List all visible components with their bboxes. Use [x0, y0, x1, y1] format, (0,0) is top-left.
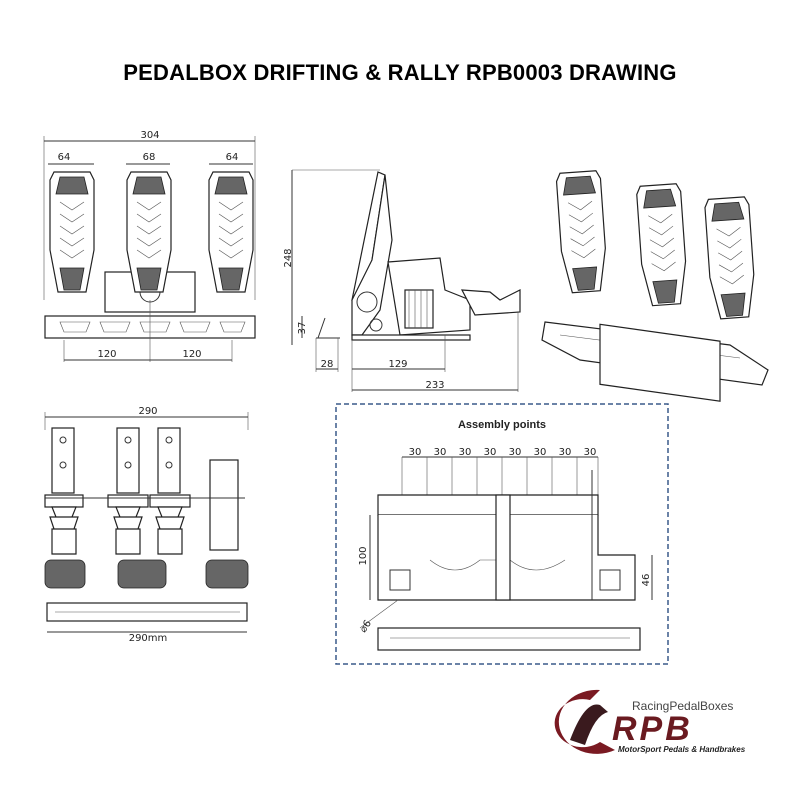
iso-pedal-right — [703, 195, 758, 320]
dim-slot-height: 46 — [641, 574, 652, 587]
dim-spacing-left: 120 — [97, 349, 116, 360]
dim-heel-height: 37 — [297, 322, 308, 335]
dimension-label: 30 — [534, 447, 547, 458]
assembly-spacing-labels: 30 30 30 30 30 30 30 30 — [409, 447, 597, 458]
logo-tagline: MotorSport Pedals & Handbrakes — [618, 745, 746, 754]
pedal-top-center — [107, 427, 167, 589]
iso-pedal-center — [635, 182, 690, 307]
dim-pedal-width-center: 68 — [143, 152, 156, 163]
dim-pedal-width-right: 64 — [226, 152, 239, 163]
dimension-label: 30 — [584, 447, 597, 458]
pedal-top-right — [149, 427, 249, 589]
logo-mark: RPB — [612, 710, 693, 748]
dimension-label: 30 — [459, 447, 472, 458]
rpb-logo: RacingPedalBoxes RPB MotorSport Pedals &… — [554, 689, 746, 754]
pedal-clutch — [49, 171, 95, 293]
dim-top-width: 290 — [138, 406, 157, 417]
dim-assembly-height: 100 — [358, 546, 369, 565]
dim-pedal-width-left: 64 — [58, 152, 71, 163]
top-view: 290 290mm — [44, 406, 249, 644]
pedal-top-left — [44, 427, 86, 589]
dimension-label: 30 — [484, 447, 497, 458]
dim-pivot-depth: 129 — [388, 359, 407, 370]
isometric-view — [541, 169, 769, 402]
dimension-label: 30 — [559, 447, 572, 458]
dim-overall-depth: 233 — [425, 380, 444, 391]
pedal-throttle — [208, 171, 254, 293]
dimension-label: 30 — [409, 447, 422, 458]
iso-pedal-left — [555, 169, 609, 294]
dim-overall-width: 304 — [140, 130, 159, 141]
dimension-label: 30 — [434, 447, 447, 458]
dim-heel-depth: 28 — [321, 359, 334, 370]
side-view: 248 37 28 129 233 — [283, 169, 521, 392]
logo-brand: RacingPedalBoxes — [632, 699, 733, 713]
dimension-label: 30 — [509, 447, 522, 458]
page-title: PEDALBOX DRIFTING & RALLY RPB0003 DRAWIN… — [123, 60, 677, 85]
pedal-brake — [126, 171, 172, 293]
assembly-title: Assembly points — [458, 419, 546, 431]
dim-height: 248 — [283, 248, 294, 267]
dim-bottom-width: 290mm — [129, 633, 168, 644]
front-view: 304 64 68 64 120 120 — [43, 130, 256, 362]
dim-spacing-right: 120 — [182, 349, 201, 360]
dim-hole-diameter: ⌀6 — [358, 618, 374, 634]
assembly-points-panel: Assembly points 30 30 30 30 30 30 30 30 … — [335, 403, 669, 665]
